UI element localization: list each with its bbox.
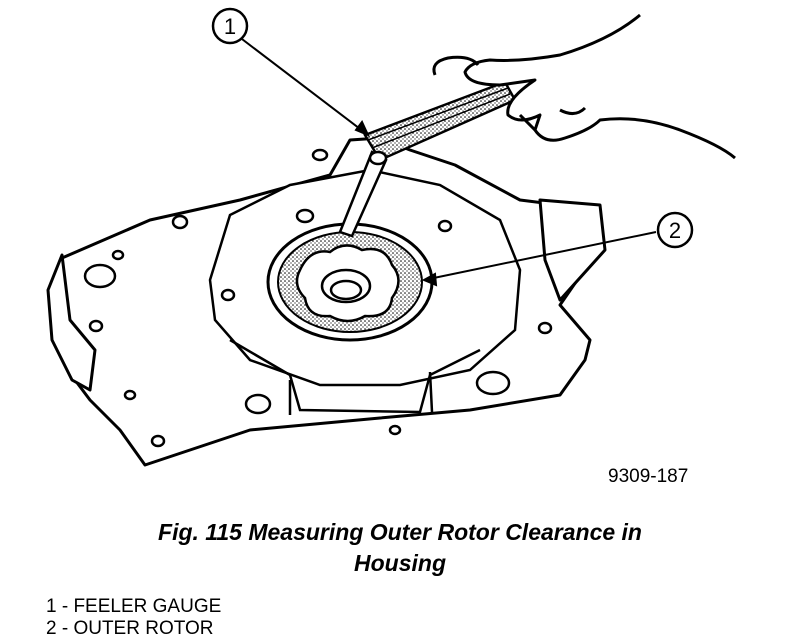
- callout-1-number: 1: [224, 14, 236, 39]
- feeler-gauge: [338, 80, 517, 238]
- callout-1: 1: [211, 7, 249, 45]
- caption-line-1: Fig. 115 Measuring Outer Rotor Clearance…: [158, 519, 642, 545]
- mounting-holes: [83, 148, 553, 448]
- figure-caption: Fig. 115 Measuring Outer Rotor Clearance…: [60, 517, 740, 579]
- inner-rotor: [295, 244, 400, 323]
- callout-2-number: 2: [669, 218, 681, 243]
- callout-2: 2: [656, 211, 694, 249]
- pump-housing-illustration: 1 2: [46, 7, 736, 467]
- legend-item: 2 - OUTER ROTOR: [46, 618, 214, 639]
- caption-line-2: Housing: [354, 550, 446, 576]
- callout-leaders: [237, 35, 657, 287]
- legend: 1 - FEELER GAUGE 2 - OUTER ROTOR: [46, 596, 221, 640]
- figure-id: 9309-187: [608, 466, 689, 487]
- legend-item: 1 - FEELER GAUGE: [46, 596, 222, 617]
- hand: [432, 13, 736, 160]
